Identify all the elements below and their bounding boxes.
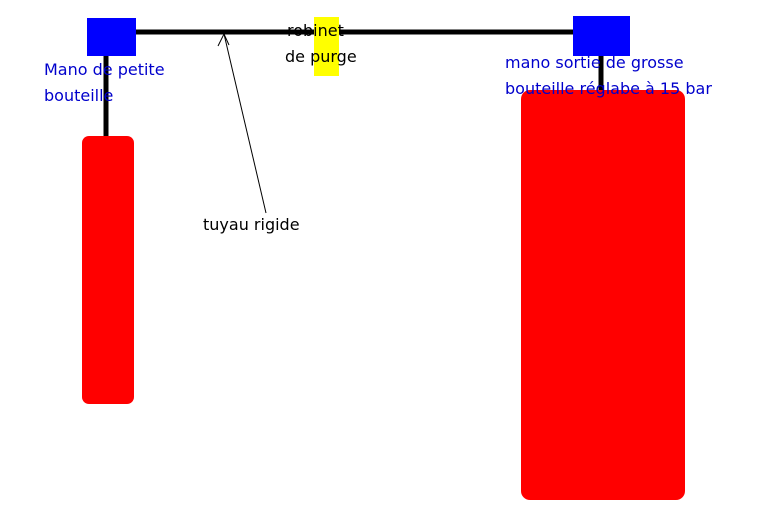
big-cylinder <box>521 90 685 500</box>
rigid-pipe-label: tuyau rigide <box>203 215 300 234</box>
purge-valve-label-line2: de purge <box>285 47 357 66</box>
small-gauge-label: Mano de petite bouteille <box>44 57 165 109</box>
purge-valve-label-line1: robinet <box>287 21 344 40</box>
small-gauge-label-line1: Mano de petite <box>44 60 165 79</box>
big-gauge <box>573 16 630 56</box>
small-cylinder <box>82 136 134 404</box>
big-gauge-label: mano sortie de grosse bouteille réglabe … <box>505 50 712 102</box>
small-gauge-label-line2: bouteille <box>44 86 114 105</box>
purge-valve <box>314 17 339 76</box>
purge-valve-label: robinet de purge <box>285 18 357 70</box>
big-gauge-label-line1: mano sortie de grosse <box>505 53 684 72</box>
pipe-pointer-arrow <box>217 32 267 214</box>
small-gauge <box>87 18 136 56</box>
big-gauge-label-line2: bouteille réglabe à 15 bar <box>505 79 712 98</box>
